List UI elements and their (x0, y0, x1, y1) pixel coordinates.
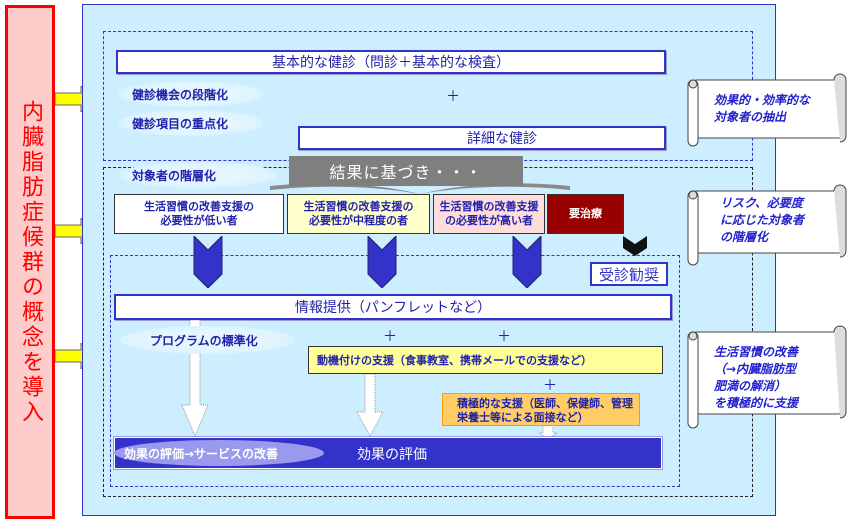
plus-sign: ＋ (446, 89, 460, 105)
scroll-shape (687, 73, 847, 147)
concept-label: 内臓脂肪症候群の概念を導入 (18, 99, 43, 425)
ellipse-prioritized-items: 健診項目の重点化 (118, 110, 263, 136)
tier-line: 要治療 (569, 207, 602, 220)
result-banner: 結果に基づき・・・ (289, 156, 523, 186)
basic-checkup-label: 基本的な健診（問診＋基本的な検査） (272, 55, 510, 71)
info-provision-label: 情報提供（パンフレットなど） (294, 300, 492, 316)
chevron-down-icon (367, 236, 397, 288)
scroll-note-3: 生活習慣の改善 （→内臓脂肪型 肥満の解消） を積極的に支援 (684, 322, 848, 432)
scroll-line: 生活習慣の改善 (714, 345, 799, 359)
info-provision-box: 情報提供（パンフレットなど） (114, 294, 672, 320)
tier-line: 生活習慣の改善支援 (439, 200, 539, 213)
banner-wave-shape (270, 183, 570, 194)
tier-line: 生活習慣の改善支援の (303, 200, 414, 213)
scroll-line: に応じた対象者 (720, 213, 805, 227)
scroll-note-2: リスク、必要度 に応じた対象者 の階層化 (684, 183, 848, 269)
ellipse-stratification: 対象者の階層化 (118, 162, 278, 188)
active-support-line: 栄養士等による面接など） (457, 411, 589, 424)
ellipse-label: 効果の評価→サービスの改善 (124, 446, 279, 461)
evaluation-title: 効果の評価 (357, 447, 427, 463)
ellipse-label: 対象者の階層化 (132, 168, 217, 183)
tier-line: の必要性が高い者 (445, 214, 533, 227)
basic-checkup-box: 基本的な健診（問診＋基本的な検査） (116, 50, 666, 74)
scroll-line: の階層化 (720, 230, 769, 244)
scroll-note-1: 効果的・効率的な 対象者の抽出 (684, 72, 848, 152)
ellipse-staged-checkup: 健診機会の段階化 (118, 81, 263, 107)
tier-line: 必要性が低い者 (160, 214, 238, 227)
scroll-shape (687, 184, 847, 266)
arrow-down-icon (538, 425, 558, 439)
active-support-line: 積極的な支援（医師、保健師、管理 (457, 397, 633, 410)
detailed-checkup-box: 詳細な健診 (298, 126, 666, 150)
plus-sign: ＋ (543, 378, 557, 394)
tier-high: 生活習慣の改善支援の必要性が高い者 (433, 194, 545, 234)
scroll-line: 対象者の抽出 (714, 110, 787, 124)
motivation-support-box: 動機付けの支援（食事教室、携帯メールでの支援など） (308, 346, 663, 374)
ellipse-label: 健診機会の段階化 (132, 87, 229, 102)
scroll-shape (687, 325, 847, 429)
chevron-down-icon (623, 236, 647, 256)
tier-treatment: 要治療 (547, 194, 624, 234)
ellipse-label: 健診項目の重点化 (132, 116, 229, 131)
chevron-down-icon (512, 236, 542, 288)
plus-sign: ＋ (497, 329, 511, 345)
scroll-line: （→内臓脂肪型 (714, 362, 797, 376)
detailed-checkup-label: 詳細な健診 (467, 131, 537, 147)
ellipse-program-standardization: プログラムの標準化 (120, 326, 295, 354)
result-banner-label: 結果に基づき・・・ (329, 163, 483, 182)
tier-line: 生活習慣の改善支援の (144, 200, 254, 213)
consultation-recommendation-box: 受診勧奨 (590, 262, 668, 286)
chevron-down-icon (193, 236, 223, 288)
motivation-support-label: 動機付けの支援（食事教室、携帯メールでの支援など） (317, 354, 592, 367)
arrow-down-icon (356, 374, 384, 436)
scroll-line: 効果的・効率的な (714, 93, 811, 107)
scroll-line: リスク、必要度 (720, 196, 803, 210)
active-support-box: 積極的な支援（医師、保健師、管理 栄養士等による面接など） (442, 393, 640, 426)
scroll-line: 肥満の解消） (714, 379, 787, 393)
plus-sign: ＋ (383, 329, 397, 345)
consultation-label: 受診勧奨 (598, 265, 659, 284)
tier-low: 生活習慣の改善支援の必要性が低い者 (114, 194, 284, 234)
ellipse-evaluation-improvement: 効果の評価→サービスの改善 (114, 440, 324, 466)
tier-medium: 生活習慣の改善支援の必要性が中程度の者 (287, 194, 430, 234)
ellipse-label: プログラムの標準化 (150, 333, 258, 348)
scroll-line: を積極的に支援 (714, 396, 799, 410)
tier-line: 必要性が中程度の者 (309, 214, 408, 227)
concept-banner: 内臓脂肪症候群の概念を導入 (5, 5, 55, 519)
